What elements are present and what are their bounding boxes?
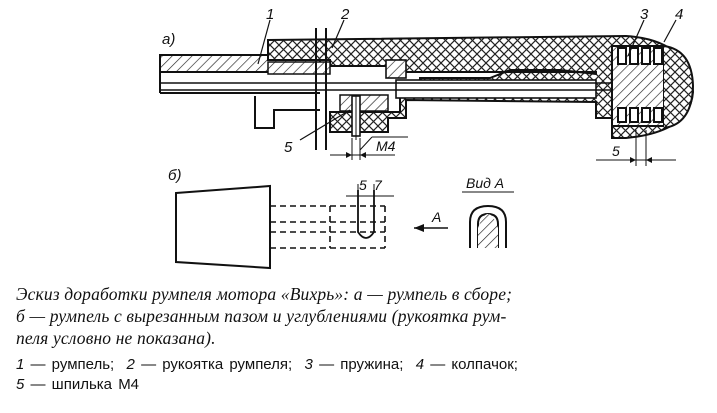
stud-collar [385,59,407,79]
tiller-taper [175,184,271,270]
spring [617,47,663,123]
label-part-a: а) [162,31,175,48]
legend-item-4: 4 — колпачок; [415,356,518,373]
label-part-b: б) [168,167,181,184]
caption-line-1: Эскиз доработки румпеля мотора «Вихрь»: … [16,284,513,304]
tiller-insert [267,61,331,75]
legend-item-2: 2 — рукоятка румпеля; [126,356,293,373]
callout-5: 5 [284,139,293,156]
dim-7-top: 7 [374,177,383,193]
legend-row-1: 1 — румпель; 2 — рукоятка румпеля; 3 — п… [16,356,716,374]
slot [357,190,375,239]
tiller-insert-lower [339,94,389,112]
dim-m4: М4 [376,138,396,154]
callout-4: 4 [675,6,683,23]
arrow-label-a: А [431,209,441,225]
dim-5-top: 5 [359,177,367,193]
tiller-lower-body [160,92,320,129]
callout-3: 3 [640,6,649,23]
figure-caption: Эскиз доработки румпеля мотора «Вихрь»: … [16,283,716,349]
caption-line-3: пеля условно не показана). [16,328,216,348]
grip-bore [395,79,597,99]
legend-item-1: 1 — румпель; [16,356,115,373]
legend-item-3: 3 — пружина; [304,356,404,373]
callout-1: 1 [266,6,274,23]
legend-row-2: 5 — шпилька М4 [16,376,716,394]
callout-2: 2 [340,6,350,23]
assembly-view: а) 1 2 3 4 5 М4 5 [159,6,695,166]
dim-5-bottom: 5 [612,143,620,159]
legend-item-5: 5 — шпилька М4 [16,376,140,393]
caption-line-2: б — румпель с вырезанным пазом и углубле… [16,306,507,326]
tiller-slot-view: 5 7 А б) Вид А [168,167,514,270]
view-a-label: Вид А [466,175,504,191]
